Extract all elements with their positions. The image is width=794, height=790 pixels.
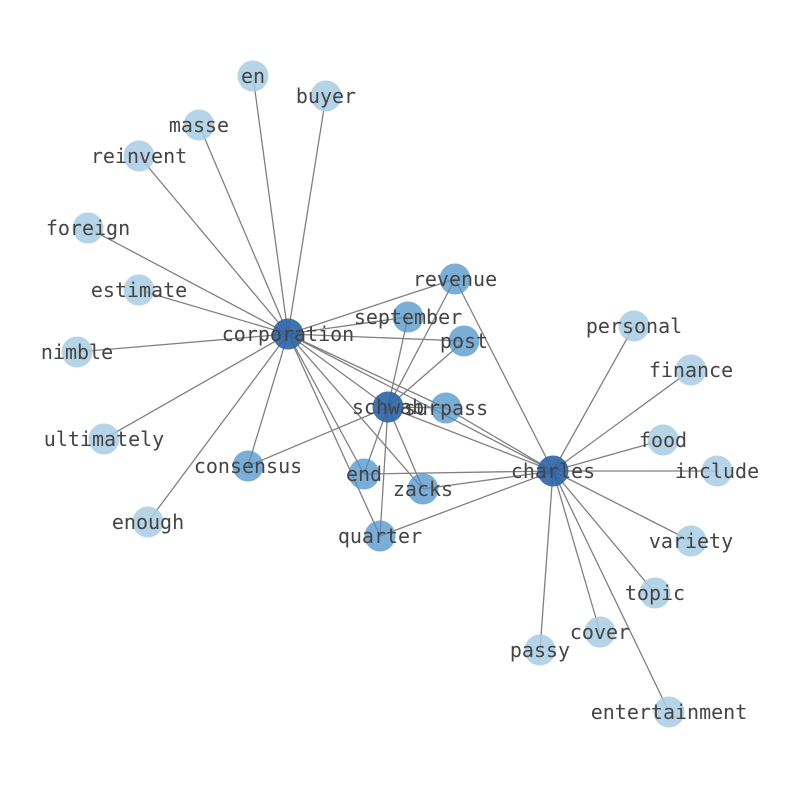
edge-corporation-september — [287, 316, 409, 335]
node-label-en: en — [241, 64, 265, 88]
node-label-passy: passy — [510, 638, 570, 662]
node-quarter — [364, 520, 396, 552]
edge-corporation-masse — [198, 124, 289, 335]
edge-charles-cover — [552, 470, 601, 633]
edge-charles-schwab — [387, 406, 554, 472]
edge-corporation-surpass — [287, 333, 447, 409]
edge-charles-passy — [539, 470, 554, 651]
node-personal — [618, 310, 650, 342]
node-revenue — [439, 263, 471, 295]
node-ultimately — [88, 423, 120, 455]
node-label-surpass: surpass — [404, 396, 488, 420]
node-label-reinvent: reinvent — [91, 144, 187, 168]
node-label-foreign: foreign — [46, 216, 130, 240]
node-corporation — [272, 318, 304, 350]
node-label-consensus: consensus — [194, 454, 302, 478]
node-charles — [537, 455, 569, 487]
edge-charles-topic — [552, 470, 656, 594]
node-label-post: post — [440, 329, 488, 353]
node-label-schwab: schwab — [352, 395, 424, 419]
edge-corporation-quarter — [287, 333, 381, 537]
node-label-corporation: corporation — [222, 322, 354, 346]
node-en — [237, 60, 269, 92]
node-label-charles: charles — [511, 459, 595, 483]
node-foreign — [72, 212, 104, 244]
edge-charles-personal — [552, 325, 635, 472]
node-consensus — [232, 450, 264, 482]
edge-schwab-post — [387, 340, 465, 408]
edge-layer — [76, 75, 717, 713]
edge-corporation-reinvent — [138, 155, 289, 335]
edge-schwab-revenue — [387, 278, 456, 408]
node-label-variety: variety — [649, 529, 733, 553]
edge-corporation-post — [287, 333, 465, 342]
edge-charles-entertainment — [552, 470, 670, 713]
edge-corporation-end — [287, 333, 365, 475]
node-label-quarter: quarter — [338, 524, 422, 548]
node-passy — [524, 634, 556, 666]
node-label-buyer: buyer — [296, 84, 356, 108]
node-label-september: september — [354, 305, 462, 329]
node-label-include: include — [675, 459, 759, 483]
node-schwab — [372, 391, 404, 423]
edge-corporation-charles — [287, 333, 554, 472]
edge-corporation-buyer — [287, 95, 327, 335]
node-label-finance: finance — [649, 358, 733, 382]
edge-charles-zacks — [422, 470, 554, 490]
node-masse — [183, 109, 215, 141]
node-post — [448, 325, 480, 357]
node-label-cover: cover — [570, 620, 630, 644]
node-end — [348, 458, 380, 490]
node-cover — [584, 616, 616, 648]
edge-corporation-revenue — [287, 278, 456, 335]
edge-corporation-estimate — [138, 289, 289, 335]
edge-corporation-schwab — [287, 333, 389, 408]
node-finance — [675, 354, 707, 386]
node-september — [392, 301, 424, 333]
edge-charles-end — [363, 470, 554, 475]
edge-corporation-consensus — [247, 333, 289, 467]
node-buyer — [310, 80, 342, 112]
node-zacks — [407, 473, 439, 505]
node-food — [647, 424, 679, 456]
node-label-revenue: revenue — [413, 267, 497, 291]
node-enough — [132, 506, 164, 538]
node-label-zacks: zacks — [393, 477, 453, 501]
edge-charles-variety — [552, 470, 692, 542]
edge-charles-finance — [552, 369, 692, 472]
node-label-end: end — [346, 462, 382, 486]
edge-charles-surpass — [445, 407, 554, 472]
node-layer — [61, 60, 733, 728]
node-label-food: food — [639, 428, 687, 452]
edge-corporation-foreign — [87, 227, 289, 335]
edge-charles-food — [552, 439, 664, 472]
edge-schwab-consensus — [247, 406, 389, 467]
edge-corporation-enough — [147, 333, 289, 523]
node-label-estimate: estimate — [91, 278, 187, 302]
edge-charles-quarter — [379, 470, 554, 537]
edge-schwab-quarter — [379, 406, 389, 537]
node-label-entertainment: entertainment — [591, 700, 748, 724]
node-estimate — [123, 274, 155, 306]
node-entertainment — [653, 696, 685, 728]
node-include — [701, 455, 733, 487]
node-nimble — [61, 336, 93, 368]
node-surpass — [430, 392, 462, 424]
edge-corporation-nimble — [76, 333, 289, 353]
edge-corporation-ultimately — [103, 333, 289, 440]
node-label-ultimately: ultimately — [44, 427, 164, 451]
edge-charles-revenue — [454, 278, 554, 472]
node-label-personal: personal — [586, 314, 682, 338]
node-variety — [675, 525, 707, 557]
node-label-nimble: nimble — [41, 340, 113, 364]
edge-corporation-en — [252, 75, 289, 335]
node-label-enough: enough — [112, 510, 184, 534]
node-label-topic: topic — [625, 581, 685, 605]
edge-corporation-zacks — [287, 333, 424, 490]
node-label-masse: masse — [169, 113, 229, 137]
node-reinvent — [123, 140, 155, 172]
node-topic — [639, 577, 671, 609]
